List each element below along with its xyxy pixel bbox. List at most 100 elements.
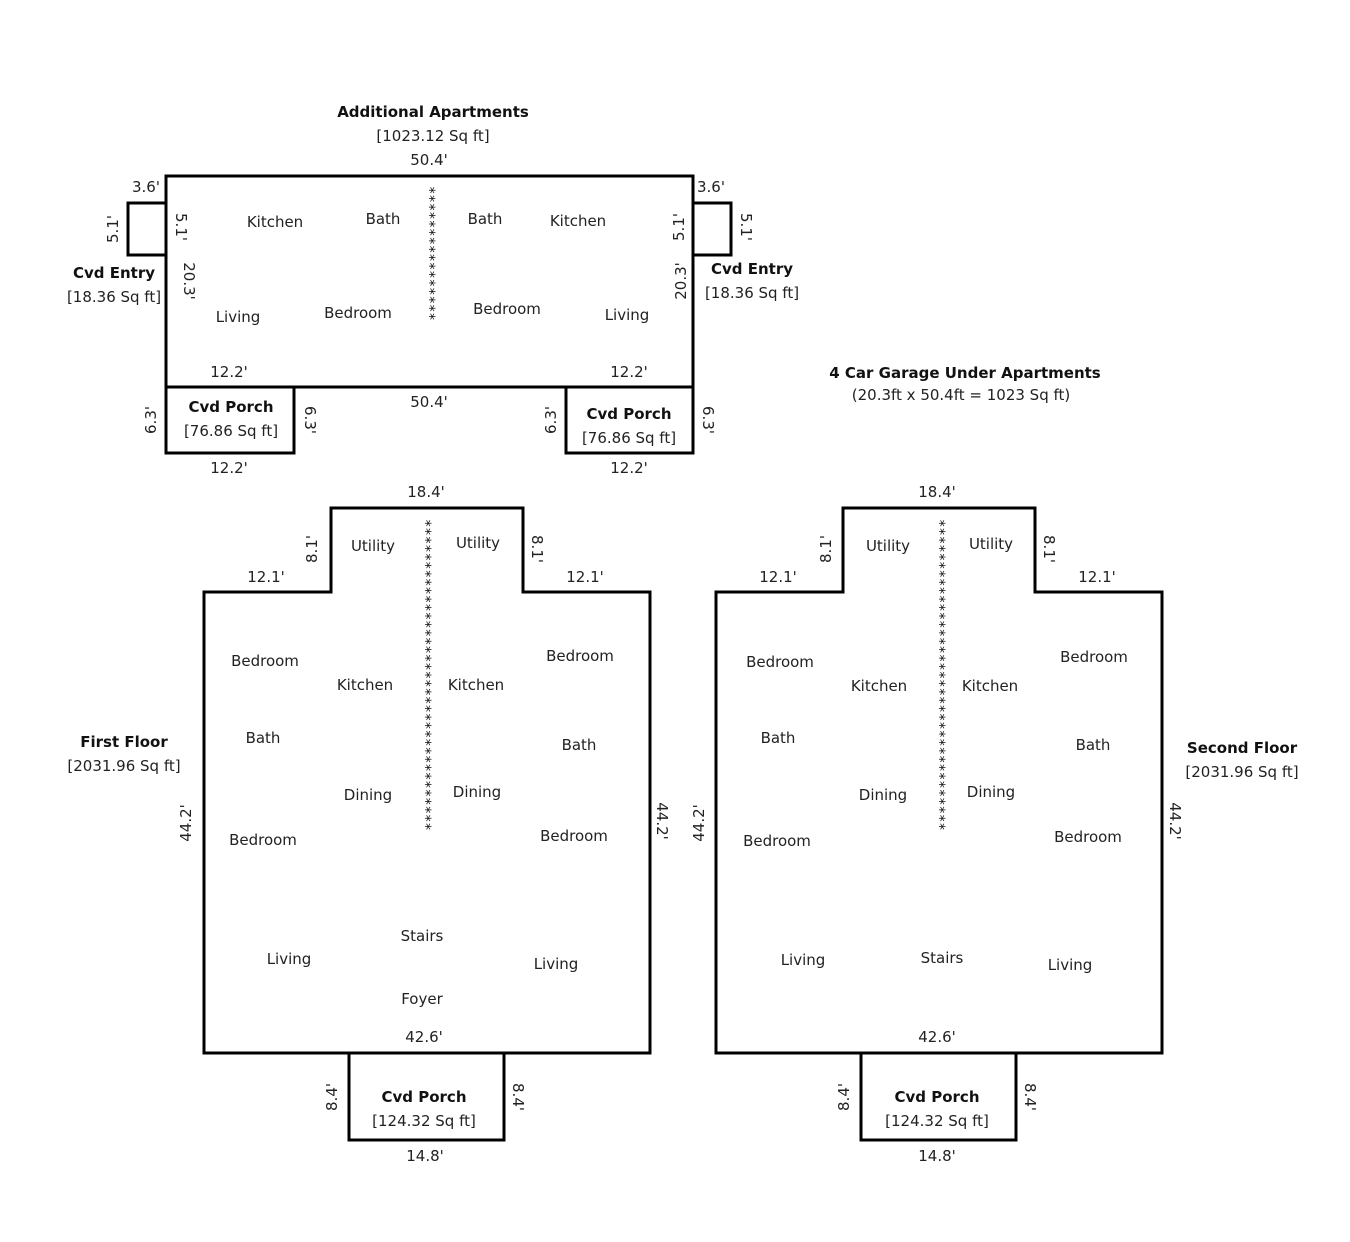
room-living-right: Living (605, 306, 650, 324)
first-floor-bottom-dim: 42.6' (405, 1028, 443, 1046)
garage-title: 4 Car Garage Under Apartments (829, 364, 1101, 382)
right-entry-height-inner-dim: 5.1' (670, 213, 688, 241)
apartments-top-dim: 50.4' (410, 151, 448, 169)
right-entry-outline (691, 201, 733, 257)
sf-room-stairs: Stairs (921, 949, 964, 967)
first-floor-porch-area: [124.32 Sq ft] (372, 1112, 476, 1130)
left-height-dim: 20.3' (180, 262, 198, 300)
first-floor-porch-name: Cvd Porch (381, 1088, 466, 1106)
room-bedroom-right: Bedroom (473, 300, 541, 318)
sf-room-living-right: Living (1048, 956, 1093, 974)
left-porch-area: [76.86 Sq ft] (184, 422, 278, 440)
sf-room-dining-left: Dining (859, 786, 907, 804)
second-floor-right-height-dim: 44.2' (1166, 802, 1184, 840)
first-floor-left-step-dim: 8.1' (303, 535, 321, 563)
second-floor-title: Second Floor (1187, 739, 1298, 757)
ff-room-bath-left: Bath (246, 729, 281, 747)
second-floor-porch-outline (859, 1051, 1018, 1142)
second-floor-porch-width-dim: 14.8' (918, 1147, 956, 1165)
apartments-plan: Additional Apartments [1023.12 Sq ft] 50… (67, 103, 799, 477)
sf-room-utility-left: Utility (866, 537, 910, 555)
right-inner-width-dim: 12.2' (610, 363, 648, 381)
right-porch-height-outer-dim: 6.3' (699, 406, 717, 434)
right-height-dim: 20.3' (672, 262, 690, 300)
second-floor-left-shoulder-dim: 12.1' (759, 568, 797, 586)
room-kitchen-left: Kitchen (247, 213, 303, 231)
second-floor-porch-left-dim: 8.4' (835, 1083, 853, 1111)
ff-room-kitchen-right: Kitchen (448, 676, 504, 694)
first-floor-right-height-dim: 44.2' (653, 802, 671, 840)
ff-room-bedroom-top-right: Bedroom (546, 647, 614, 665)
ff-room-bedroom-bottom-right: Bedroom (540, 827, 608, 845)
first-floor-left-height-dim: 44.2' (177, 804, 195, 842)
apartments-title: Additional Apartments (337, 103, 529, 121)
second-floor-outline (714, 506, 1164, 1055)
second-floor-plan: 18.4' 8.1' 8.1' 12.1' 12.1' Utility Util… (690, 483, 1299, 1165)
first-floor-divider: ************************************* (417, 519, 433, 831)
ff-room-kitchen-left: Kitchen (337, 676, 393, 694)
ff-room-utility-right: Utility (456, 534, 500, 552)
sf-room-kitchen-left: Kitchen (851, 677, 907, 695)
left-inner-width-dim: 12.2' (210, 363, 248, 381)
room-bedroom-left: Bedroom (324, 304, 392, 322)
second-floor-divider: ************************************* (931, 519, 947, 831)
room-kitchen-right: Kitchen (550, 212, 606, 230)
first-floor-porch-left-dim: 8.4' (323, 1083, 341, 1111)
second-floor-left-height-dim: 44.2' (690, 804, 708, 842)
room-bath-left: Bath (366, 210, 401, 228)
ff-room-dining-right: Dining (453, 783, 501, 801)
sf-room-living-left: Living (781, 951, 826, 969)
first-floor-porch-outline (347, 1051, 506, 1142)
ff-room-bath-right: Bath (562, 736, 597, 754)
sf-room-utility-right: Utility (969, 535, 1013, 553)
left-entry-width-dim: 3.6' (132, 178, 160, 196)
sf-room-kitchen-right: Kitchen (962, 677, 1018, 695)
left-porch-name: Cvd Porch (188, 398, 273, 416)
right-porch-height-inner-dim: 6.3' (542, 406, 560, 434)
second-floor-top-dim: 18.4' (918, 483, 956, 501)
left-porch-height-outer-dim: 6.3' (142, 406, 160, 434)
left-porch-outline (164, 385, 296, 455)
second-floor-area: [2031.96 Sq ft] (1185, 763, 1298, 781)
left-entry-area: [18.36 Sq ft] (67, 288, 161, 306)
ff-room-living-right: Living (534, 955, 579, 973)
sf-room-bedroom-bottom-right: Bedroom (1054, 828, 1122, 846)
ff-room-bedroom-bottom-left: Bedroom (229, 831, 297, 849)
right-entry-area: [18.36 Sq ft] (705, 284, 799, 302)
apartments-middle-dim: 50.4' (410, 393, 448, 411)
right-entry-name: Cvd Entry (711, 260, 793, 278)
ff-room-foyer: Foyer (401, 990, 443, 1008)
second-floor-right-shoulder-dim: 12.1' (1078, 568, 1116, 586)
ff-room-living-left: Living (267, 950, 312, 968)
first-floor-area: [2031.96 Sq ft] (67, 757, 180, 775)
sf-room-bedroom-top-left: Bedroom (746, 653, 814, 671)
ff-room-utility-left: Utility (351, 537, 395, 555)
first-floor-top-dim: 18.4' (407, 483, 445, 501)
first-floor-plan: 18.4' 8.1' 8.1' 12.1' 12.1' Utility Util… (67, 483, 671, 1165)
garage-note: 4 Car Garage Under Apartments (20.3ft x … (829, 364, 1101, 404)
first-floor-outline (202, 506, 652, 1055)
apartments-area: [1023.12 Sq ft] (376, 127, 489, 145)
left-porch-width-dim: 12.2' (210, 459, 248, 477)
first-floor-porch-width-dim: 14.8' (406, 1147, 444, 1165)
right-porch-width-dim: 12.2' (610, 459, 648, 477)
ff-room-bedroom-top-left: Bedroom (231, 652, 299, 670)
room-living-left: Living (216, 308, 261, 326)
sf-room-bedroom-top-right: Bedroom (1060, 648, 1128, 666)
sf-room-bath-left: Bath (761, 729, 796, 747)
second-floor-right-step-dim: 8.1' (1040, 535, 1058, 563)
first-floor-title: First Floor (80, 733, 168, 751)
second-floor-porch-name: Cvd Porch (894, 1088, 979, 1106)
first-floor-porch-right-dim: 8.4' (509, 1083, 527, 1111)
right-porch-outline (564, 385, 695, 455)
apartments-divider: **************** (421, 186, 437, 321)
left-entry-height-outer-dim: 5.1' (104, 215, 122, 243)
right-porch-area: [76.86 Sq ft] (582, 429, 676, 447)
first-floor-right-step-dim: 8.1' (528, 535, 546, 563)
garage-area: (20.3ft x 50.4ft = 1023 Sq ft) (852, 386, 1070, 404)
sf-room-dining-right: Dining (967, 783, 1015, 801)
ff-room-stairs: Stairs (401, 927, 444, 945)
left-entry-outline (126, 201, 168, 257)
second-floor-left-step-dim: 8.1' (817, 535, 835, 563)
